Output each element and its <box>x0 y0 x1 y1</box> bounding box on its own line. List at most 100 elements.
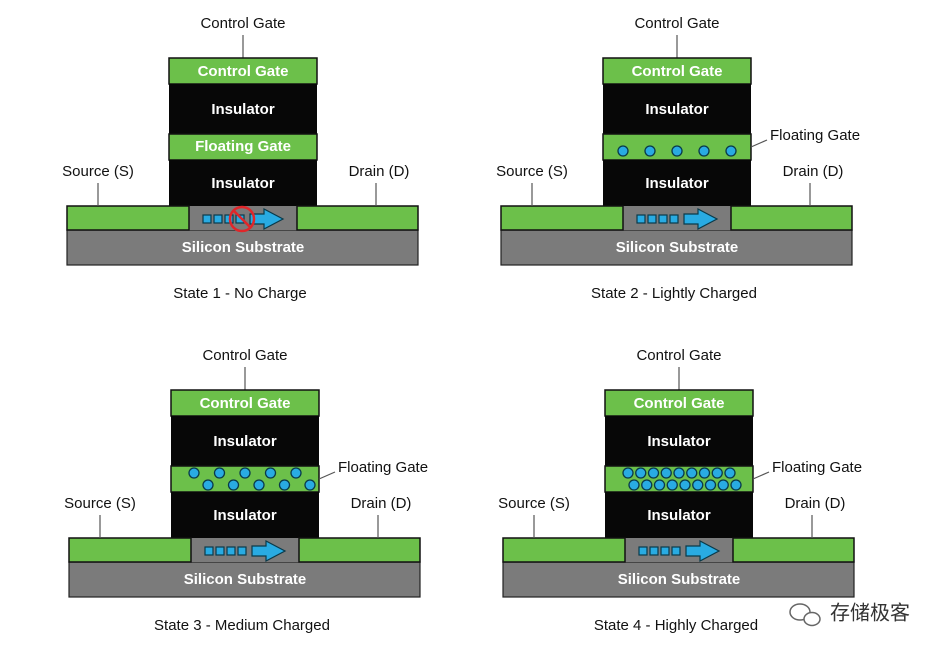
control-gate-layer-label: Control Gate <box>632 63 723 80</box>
control-gate-layer-label: Control Gate <box>200 395 291 412</box>
silicon-substrate-label: Silicon Substrate <box>618 571 741 588</box>
upper-insulator-layer <box>171 416 319 466</box>
source-callout: Source (S) <box>64 495 136 512</box>
source-callout: Source (S) <box>498 495 570 512</box>
flow-electron <box>658 214 668 224</box>
electron <box>724 467 736 479</box>
flow-electron <box>649 546 659 556</box>
flow-electron <box>204 546 214 556</box>
state-caption: State 4 - Highly Charged <box>594 617 758 634</box>
electron <box>647 467 660 479</box>
current-flow-arrow <box>685 540 721 562</box>
source-callout: Source (S) <box>62 163 134 180</box>
prohibited-icon-slash <box>233 210 251 228</box>
floating-gate-callout: Floating Gate <box>770 127 860 144</box>
flow-electron <box>213 214 223 224</box>
silicon-substrate <box>68 561 421 598</box>
drain-callout: Drain (D) <box>785 495 846 512</box>
upper-insulator-label: Insulator <box>211 101 275 118</box>
current-flow-arrow <box>683 208 719 230</box>
upper-insulator-layer <box>169 84 317 134</box>
flow-electron <box>215 546 225 556</box>
prohibited-icon <box>228 205 256 233</box>
electron <box>711 467 723 479</box>
source-region <box>66 205 190 231</box>
flow-electron <box>235 214 245 224</box>
wechat-icon-bubble <box>803 611 821 627</box>
state-caption: State 2 - Lightly Charged <box>591 285 757 302</box>
lower-insulator-layer <box>171 492 319 538</box>
electron <box>617 145 629 157</box>
control-gate-callout: Control Gate <box>202 347 287 364</box>
lower-insulator-label: Insulator <box>213 507 277 524</box>
floating-gate-callout: Floating Gate <box>338 459 428 476</box>
electron <box>717 479 729 491</box>
electron <box>635 467 647 479</box>
floating-gate-callout: Floating Gate <box>772 459 862 476</box>
electron <box>673 467 685 479</box>
upper-insulator-layer <box>603 84 751 134</box>
floating-gate-leader <box>318 471 336 480</box>
silicon-substrate-label: Silicon Substrate <box>616 239 739 256</box>
electron <box>188 467 200 479</box>
floating-gate-leader <box>750 139 768 148</box>
source-region <box>502 537 626 563</box>
flow-electron <box>660 546 670 556</box>
silicon-substrate <box>66 229 419 266</box>
drain-region <box>732 537 855 563</box>
drain-region <box>298 537 421 563</box>
electron <box>730 479 742 491</box>
upper-insulator-label: Insulator <box>213 433 277 450</box>
flow-electron <box>226 546 236 556</box>
lower-insulator-layer <box>169 160 317 206</box>
electron <box>290 467 302 479</box>
state-caption: State 1 - No Charge <box>173 285 306 302</box>
lower-insulator-layer <box>603 160 751 206</box>
control-gate-callout: Control Gate <box>200 15 285 32</box>
lower-insulator-layer <box>605 492 753 538</box>
flow-electron <box>636 214 646 224</box>
source-region <box>68 537 192 563</box>
watermark-text: 存储极客 <box>830 601 910 625</box>
electron <box>641 479 653 491</box>
electron <box>692 479 704 491</box>
drain-callout: Drain (D) <box>351 495 412 512</box>
electron <box>213 467 226 479</box>
flow-electron <box>671 546 681 556</box>
flow-electron <box>237 546 247 556</box>
watermark: 存储极客 <box>789 601 910 627</box>
electron <box>698 467 711 479</box>
electron <box>644 145 656 157</box>
silicon-substrate-label: Silicon Substrate <box>182 239 305 256</box>
control-gate-callout: Control Gate <box>634 15 719 32</box>
electron <box>660 467 672 479</box>
upper-insulator-label: Insulator <box>647 433 711 450</box>
floating-gate-layer-label: Floating Gate <box>195 138 291 155</box>
silicon-substrate-label: Silicon Substrate <box>184 571 307 588</box>
drain-region <box>730 205 853 231</box>
state-caption: State 3 - Medium Charged <box>154 617 330 634</box>
drain-callout: Drain (D) <box>349 163 410 180</box>
source-callout: Source (S) <box>496 163 568 180</box>
current-flow-arrow <box>251 540 287 562</box>
electron <box>239 467 251 479</box>
electron <box>725 145 737 157</box>
lower-insulator-label: Insulator <box>647 507 711 524</box>
drain-callout: Drain (D) <box>783 163 844 180</box>
flow-electron <box>638 546 648 556</box>
upper-insulator-layer <box>605 416 753 466</box>
electron <box>671 145 683 157</box>
lower-insulator-label: Insulator <box>645 175 709 192</box>
upper-insulator-label: Insulator <box>645 101 709 118</box>
control-gate-callout: Control Gate <box>636 347 721 364</box>
control-gate-layer-label: Control Gate <box>198 63 289 80</box>
electron <box>698 145 710 157</box>
floating-gate-leader <box>752 471 770 480</box>
lower-insulator-label: Insulator <box>211 175 275 192</box>
electron <box>253 479 265 491</box>
electron <box>704 479 717 491</box>
